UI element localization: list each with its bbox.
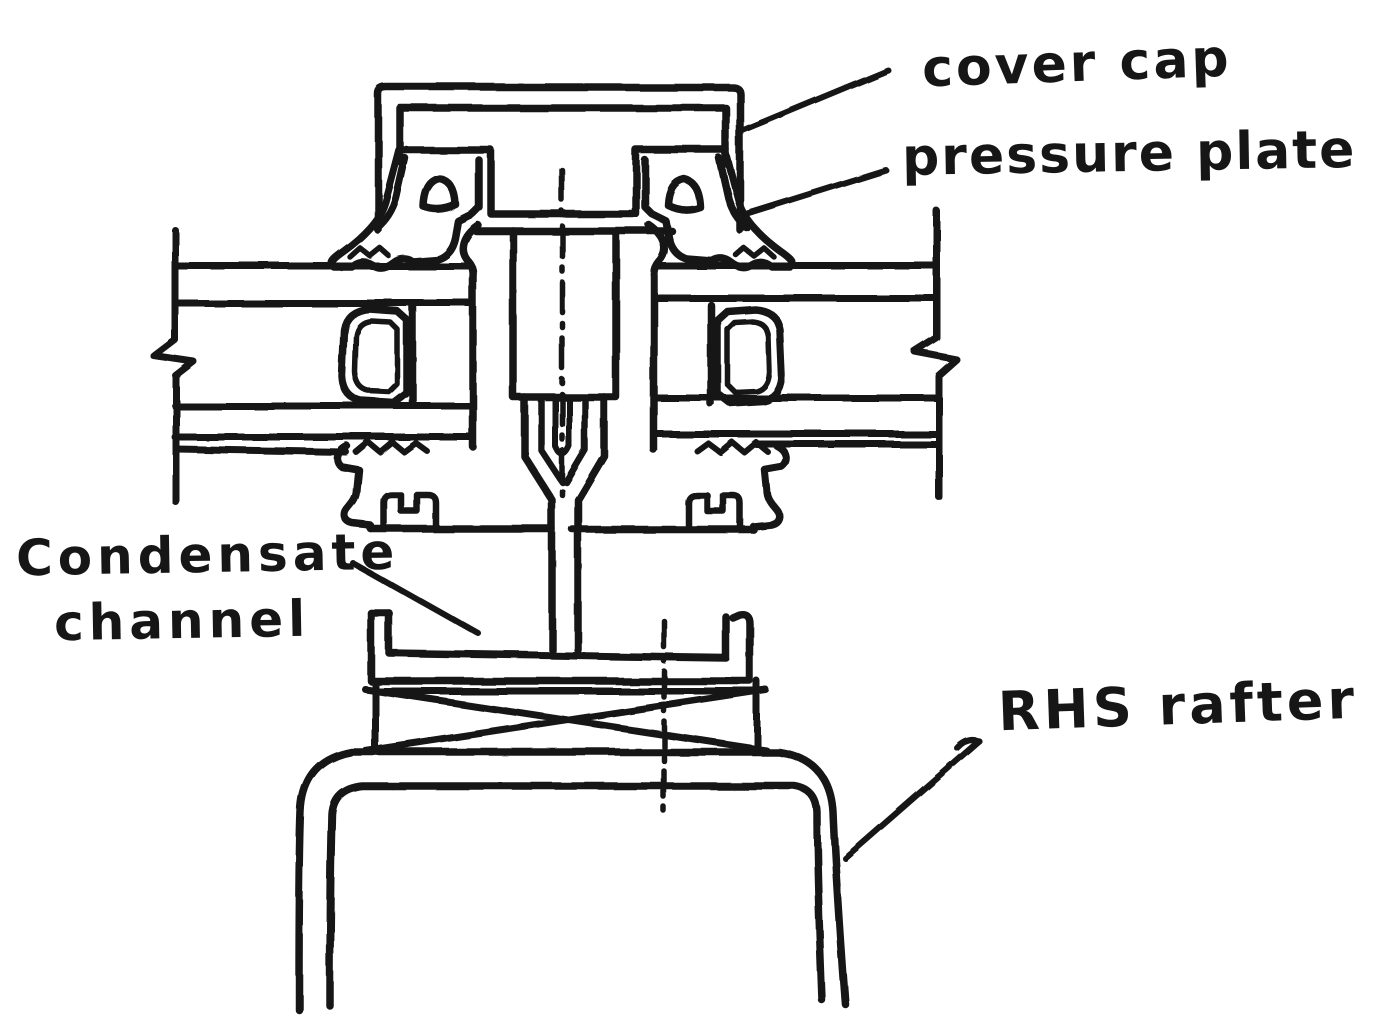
label-condensate-channel-line2: channel [53, 589, 311, 653]
leader-pressure-plate [736, 167, 889, 219]
packing-cross [361, 677, 770, 755]
break-line-right [911, 207, 961, 501]
leader-rhs-rafter-tick [954, 736, 982, 751]
glazing-left [171, 262, 475, 456]
glazing-right [652, 262, 941, 448]
pressure-plate-profile [472, 227, 676, 401]
break-line-left [150, 226, 198, 506]
ink-layer [150, 67, 982, 1014]
fixing-screw [520, 393, 608, 654]
leader-rhs-rafter [842, 738, 982, 861]
label-pressure-plate: pressure plate [901, 120, 1357, 188]
leader-cover-cap [738, 67, 891, 134]
label-rhs-rafter: RHS rafter [997, 667, 1360, 744]
label-cover-cap: cover cap [921, 28, 1233, 100]
rhs-rafter-profile [295, 748, 849, 1014]
label-condensate-channel-line1: Condensate [15, 522, 400, 588]
leader-condensate-channel [350, 560, 482, 637]
condensate-channel-profile [367, 609, 754, 685]
leader-lines [350, 67, 982, 861]
mullion-walls [459, 221, 668, 454]
